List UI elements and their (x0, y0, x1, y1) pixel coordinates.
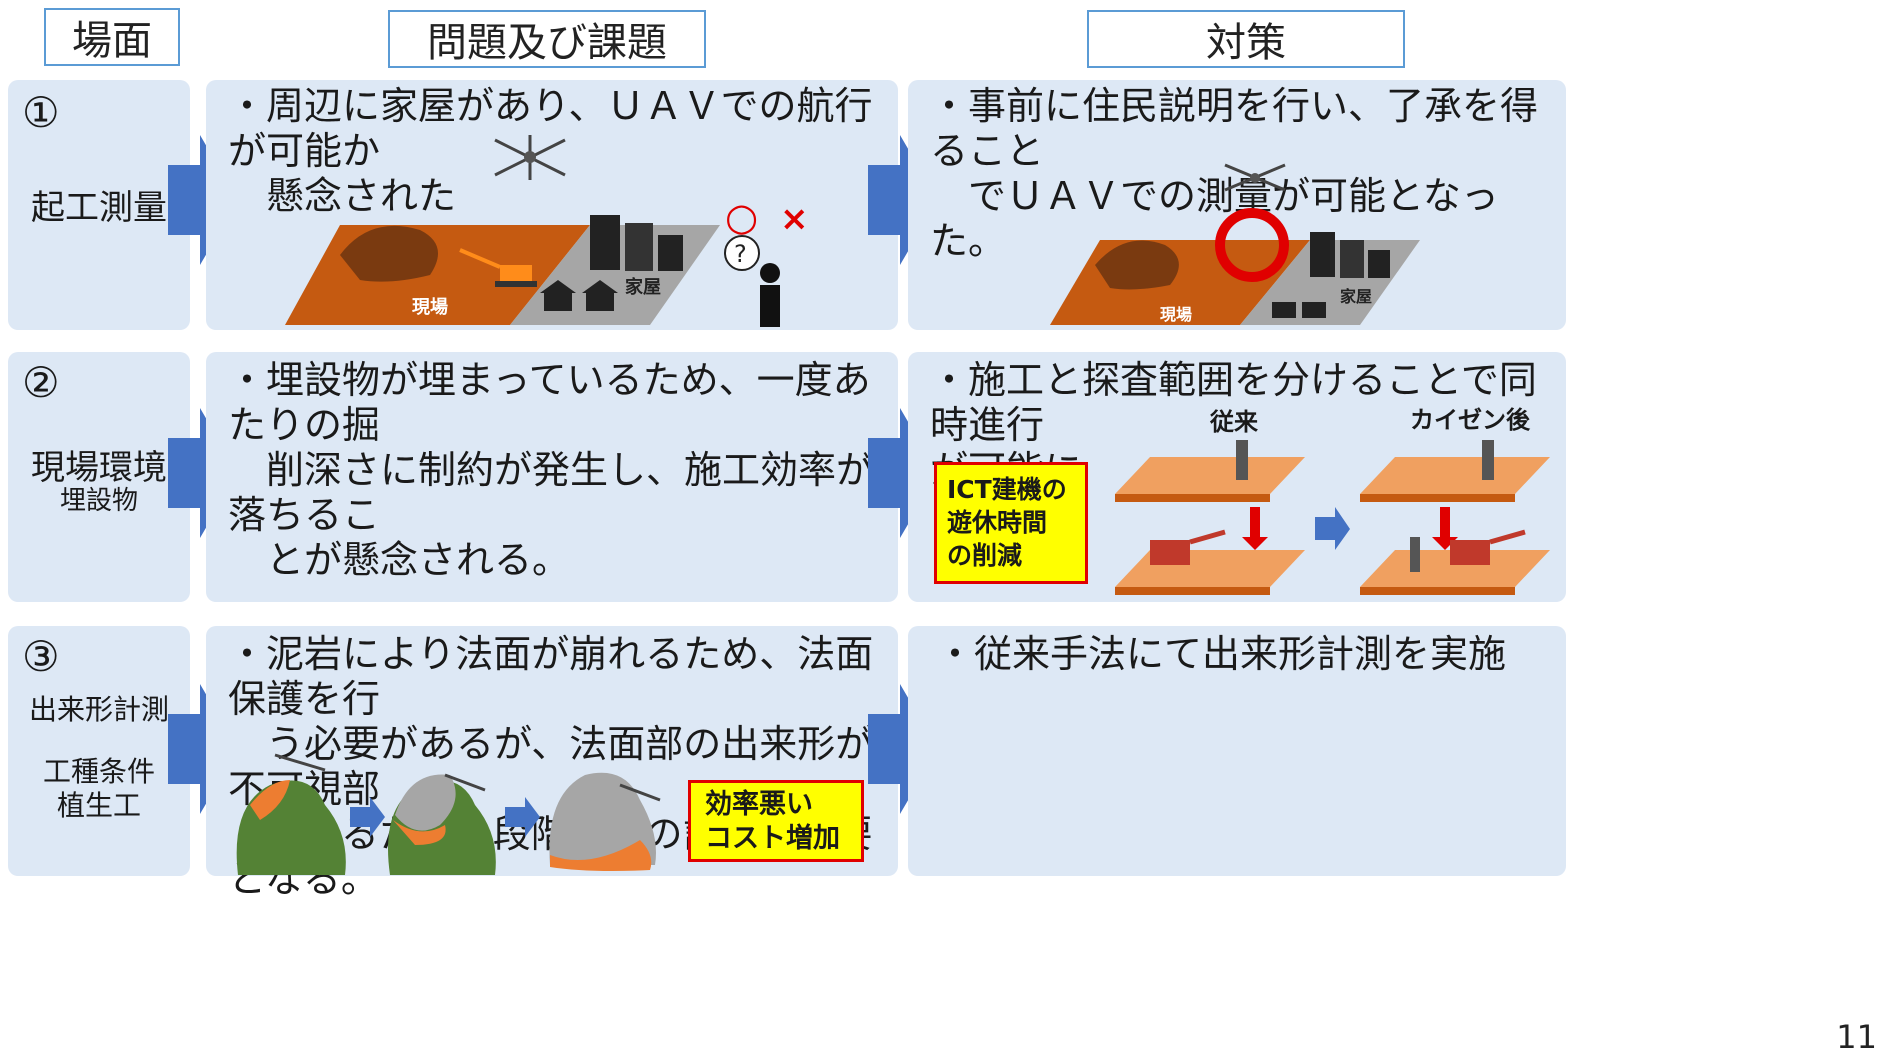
excavator-icon (1150, 540, 1190, 565)
row2-number: ② (22, 358, 60, 407)
worker-icon (1410, 537, 1420, 572)
row3-measure-text: ・従来手法にて出来形計測を実施 (936, 632, 1507, 676)
after-label: カイゼン後 (1410, 406, 1530, 434)
row2-callout: ICT建機の 遊休時間 の削減 (934, 462, 1088, 584)
header-measure: 対策 (1087, 10, 1405, 68)
row2-scene-panel (8, 352, 190, 602)
row1-arrow-1-icon (168, 135, 238, 265)
buildings-icon (590, 215, 683, 271)
row3-number: ③ (22, 632, 60, 681)
row3-scene-sub2: 植生工 (56, 789, 141, 822)
worker-icon (1482, 440, 1494, 480)
slope-stage-3 (549, 772, 661, 871)
batsu-mark: × (780, 199, 809, 239)
compare-arrow-icon (1315, 507, 1350, 550)
slope-stage-2 (388, 773, 496, 875)
header-problem: 問題及び課題 (388, 10, 706, 68)
excavator-icon (1450, 540, 1490, 565)
row2-problem-panel (206, 352, 898, 602)
site-label: 現場 (412, 297, 448, 318)
house-label: 家屋 (625, 276, 661, 298)
row1-problem-text: ・周辺に家屋があり、ＵＡＶでの航行が可能か 懸念された (228, 84, 873, 218)
stage-arrow-icon (505, 797, 540, 837)
row1-arrow-2-icon (868, 135, 938, 265)
row3-arrow-2-icon (868, 684, 938, 814)
question-person-icon: ? (724, 235, 780, 327)
row2-problem-text: ・埋設物が埋まっているため、一度あたりの掘 削深さに制約が発生し、施工効率が落ち… (228, 358, 875, 582)
drone-icon (494, 135, 566, 180)
row2-measure-text: ・施工と探査範囲を分けることで同時進行 が可能に (930, 358, 1537, 492)
svg-text:現場: 現場 (1160, 305, 1192, 324)
stage-arrow-icon (350, 797, 385, 837)
row3-arrow-1-icon (168, 684, 238, 814)
row1-measure-illustration: 現場 家屋 (1050, 163, 1420, 325)
maru-mark: ○ (725, 195, 758, 239)
before-label: 従来 (1210, 408, 1258, 436)
ok-circle-icon (1215, 208, 1289, 282)
after-layers (1360, 440, 1550, 595)
page-number: 11 (1836, 1018, 1877, 1056)
header-scene: 場面 (44, 8, 180, 66)
excavator-icon (459, 248, 537, 287)
drone-icon (444, 773, 486, 792)
drone-icon (619, 783, 661, 802)
row2-comparison-illustration (1115, 440, 1550, 595)
svg-text:?: ? (734, 240, 747, 268)
row3-scene-panel (8, 626, 190, 876)
row2-scene-label: 現場環境 (31, 448, 167, 488)
row1-scene-label: 起工測量 (31, 188, 167, 228)
before-layers (1115, 440, 1305, 595)
row3-scene-label: 出来形計測 (28, 693, 169, 726)
row1-measure-text: ・事前に住民説明を行い、了承を得ること でＵＡＶでの測量が可能となった。 (930, 84, 1539, 263)
row1-scene-panel (8, 80, 190, 330)
row2-arrow-1-icon (168, 408, 238, 538)
row3-callout: 効率悪い コスト増加 (688, 780, 864, 862)
row3-scene-sub1: 工種条件 (42, 755, 155, 788)
row2-scene-sub: 埋設物 (59, 486, 138, 516)
slope-stage-1 (236, 753, 346, 875)
worker-icon (1236, 440, 1248, 480)
row3-slope-illustration (236, 753, 661, 875)
drone-icon (274, 753, 326, 772)
svg-text:家屋: 家屋 (1340, 287, 1372, 306)
drone-icon (1224, 163, 1286, 192)
row3-measure-panel (908, 626, 1566, 876)
row2-arrow-2-icon (868, 408, 938, 538)
row1-problem-illustration: 現場 家屋 ○ × ? (285, 135, 809, 327)
small-houses-icon (540, 280, 618, 311)
row1-number: ① (22, 88, 60, 137)
down-arrow-icon (1242, 537, 1268, 550)
